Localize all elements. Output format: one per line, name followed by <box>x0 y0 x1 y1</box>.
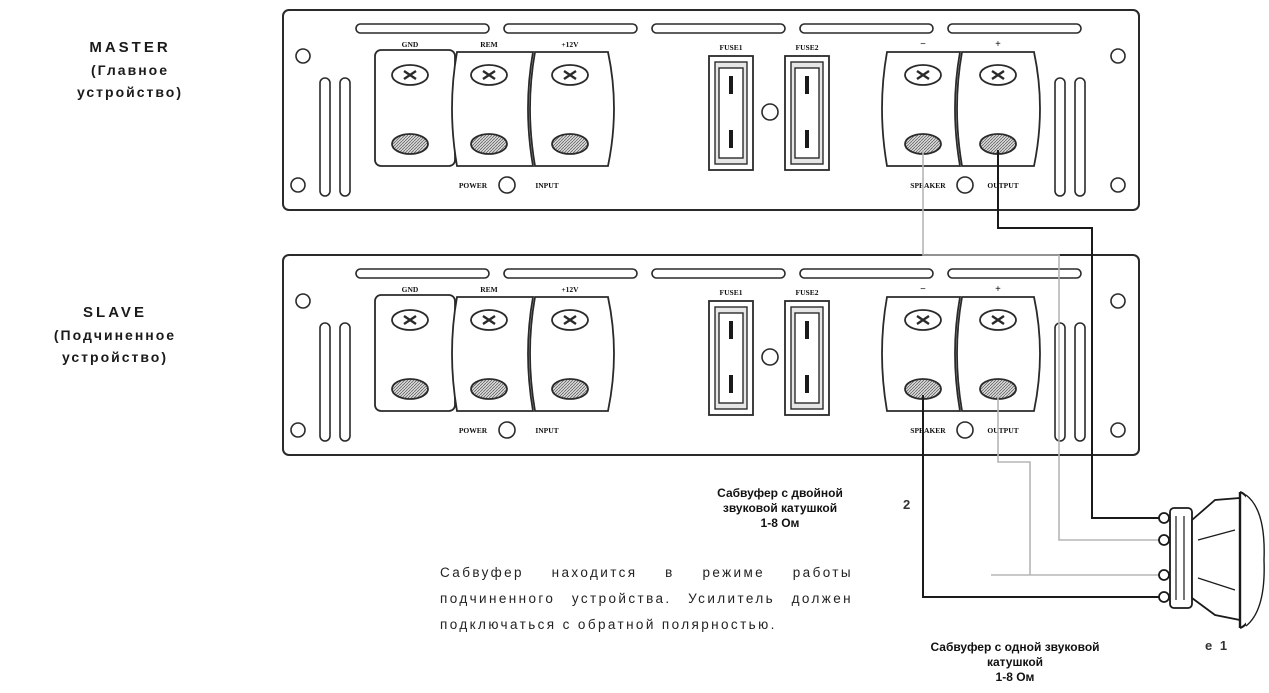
wire-slave-plus <box>991 395 1162 576</box>
slave-term-gnd: GND <box>402 285 419 294</box>
single-coil-caption: Сабвуфер с одной звуковой катушкой 1-8 О… <box>925 640 1105 685</box>
single-coil-line3: 1-8 Ом <box>995 670 1035 684</box>
slave-fuse2-label: FUSE2 <box>796 288 819 297</box>
master-fuse1-label: FUSE1 <box>720 43 743 52</box>
sub-terminal-3 <box>1158 569 1170 581</box>
master-title: MASTER <box>89 39 171 56</box>
slave-term-plus: + <box>995 284 1001 295</box>
master-term-12v: +12V <box>561 40 579 49</box>
polarity-note: Сабвуфер находится в режиме работы подчи… <box>440 565 853 632</box>
slave-label: SLAVE (Подчиненное устройство) <box>30 302 200 368</box>
subwoofer-speaker <box>1158 490 1265 630</box>
slave-subtitle-1: (Подчиненное <box>53 327 177 343</box>
sub-terminal-1 <box>1158 512 1170 524</box>
single-coil-line2: катушкой <box>986 655 1044 669</box>
master-term-gnd: GND <box>402 40 419 49</box>
slave-term-12v: +12V <box>561 285 579 294</box>
master-subtitle-2: устройство) <box>76 84 184 100</box>
master-subtitle-1: (Главное <box>91 62 169 78</box>
master-power-label: POWER <box>459 181 488 190</box>
dual-coil-line1: Сабвуфер с двойной <box>717 486 843 500</box>
slave-input-label: INPUT <box>535 426 558 435</box>
dual-coil-line3: 1-8 Ом <box>760 516 800 530</box>
single-coil-line1: Сабвуфер с одной звуковой <box>930 640 1100 654</box>
slave-title: SLAVE <box>83 304 147 321</box>
slave-power-label: POWER <box>459 426 488 435</box>
slave-output-label: OUTPUT <box>987 426 1018 435</box>
sub-terminal-4 <box>1158 591 1170 603</box>
master-term-plus: + <box>995 39 1001 50</box>
label-number-2: 2 <box>903 497 911 512</box>
sub-terminal-2 <box>1158 534 1170 546</box>
master-term-minus: − <box>920 39 926 50</box>
master-speaker-label: SPEAKER <box>910 181 946 190</box>
slave-fuse1-label: FUSE1 <box>720 288 743 297</box>
wire-master-minus <box>922 150 1162 541</box>
dual-coil-caption: Сабвуфер с двойной звуковой катушкой 1-8… <box>690 486 870 531</box>
slave-subtitle-2: устройство) <box>61 349 169 365</box>
master-fuse2-label: FUSE2 <box>796 43 819 52</box>
wire-slave-minus <box>922 395 1162 598</box>
wire-master-plus <box>997 150 1162 519</box>
master-term-rem: REM <box>480 40 498 49</box>
master-output-label: OUTPUT <box>987 181 1018 190</box>
label-number-1: e 1 <box>1205 638 1230 653</box>
slave-term-rem: REM <box>480 285 498 294</box>
dual-coil-line2: звуковой катушкой <box>722 501 838 515</box>
slave-amp-panel: GND REM +12V FUSE1 FUSE2 − + POWER INPUT… <box>281 253 1141 457</box>
master-amp-panel: GND REM +12V FUSE1 FUSE2 − + POWER INPUT… <box>281 8 1141 212</box>
master-label: MASTER (Главное устройство) <box>50 37 210 103</box>
slave-term-minus: − <box>920 284 926 295</box>
slave-speaker-label: SPEAKER <box>910 426 946 435</box>
master-input-label: INPUT <box>535 181 558 190</box>
